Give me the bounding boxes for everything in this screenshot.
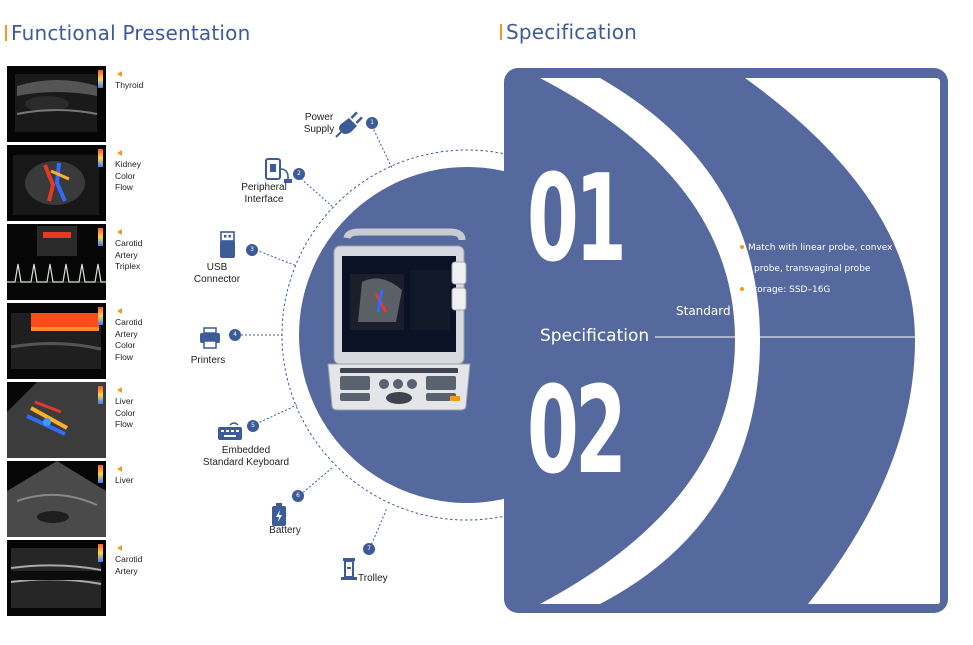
functional-presentation-heading: Functional Presentation	[5, 21, 250, 45]
feature-number-badge: 4	[229, 329, 241, 341]
color-scale	[98, 544, 103, 562]
feature-printers: Printers	[190, 355, 226, 366]
probe-holder	[451, 261, 467, 285]
thumbnail-item: Liver	[7, 461, 167, 537]
battery-icon	[272, 503, 286, 526]
color-scale	[98, 70, 103, 88]
pointer-arrow-icon	[117, 150, 122, 156]
pointer-arrow-icon	[117, 229, 122, 235]
feature-number-badge: 1	[366, 117, 378, 129]
carotid-color-flow-scan	[10, 313, 102, 369]
feature-trolley: Trolley	[358, 573, 388, 584]
spec-bullet-continuation: probe, transvaginal probe	[754, 264, 871, 274]
heading-accent-bar	[5, 25, 7, 41]
bullet-dot-icon	[740, 287, 744, 291]
carotid-artery-scan	[10, 548, 102, 608]
ultrasound-device	[327, 228, 471, 411]
standard-label: Standard	[676, 304, 731, 318]
device-keyboard	[340, 368, 458, 404]
ultrasound-image	[7, 303, 106, 379]
feature-number-badge: 7	[363, 543, 375, 555]
pointer-arrow-icon	[117, 466, 122, 472]
ultrasound-image	[7, 382, 106, 458]
kidney-color-flow-scan	[13, 155, 99, 215]
ultrasound-image	[7, 145, 106, 221]
specification-heading: Specification	[500, 20, 637, 44]
spec-bullet: Storage: SSD–16G	[740, 280, 910, 301]
spec-number-01: 01	[527, 150, 627, 289]
color-scale	[98, 228, 103, 246]
color-scale	[98, 149, 103, 167]
carotid-triplex-scan	[7, 226, 106, 283]
thumbnail-item: Thyroid	[7, 66, 167, 142]
ultrasound-image	[7, 540, 106, 616]
standard-spec-list: Match with linear probe, convex probe, t…	[740, 238, 910, 301]
color-scale	[98, 465, 103, 483]
thumbnail-label: Thyroid	[115, 80, 144, 90]
feature-number-badge: 3	[246, 244, 258, 256]
specification-panel	[504, 68, 948, 613]
power-plug-icon	[335, 111, 363, 138]
printer-icon	[200, 327, 220, 349]
spec-number-02: 02	[527, 362, 627, 501]
liver-scan	[7, 461, 106, 537]
bullet-dot-icon	[740, 245, 744, 249]
thumbnail-label: Liver	[115, 475, 134, 485]
pointer-arrow-icon	[117, 308, 122, 314]
specification-title: Specification	[506, 20, 638, 44]
peripheral-interface-icon	[265, 158, 292, 183]
color-scale	[98, 386, 103, 404]
feature-number-badge: 2	[293, 168, 305, 180]
ultrasound-image	[7, 224, 106, 300]
pointer-arrow-icon	[117, 387, 122, 393]
keyboard-icon	[218, 422, 242, 440]
thyroid-scan	[15, 74, 98, 132]
connector-lines	[241, 125, 393, 549]
color-scale	[98, 307, 103, 325]
trolley-icon	[341, 558, 357, 580]
pointer-arrow-icon	[117, 545, 122, 551]
spec-bullet: Match with linear probe, convex	[740, 238, 910, 259]
usb-icon	[220, 231, 235, 258]
functional-presentation-title: Functional Presentation	[11, 21, 251, 45]
feature-number-badge: 6	[292, 490, 304, 502]
pointer-arrow-icon	[117, 71, 122, 77]
feature-number-badge: 5	[247, 420, 259, 432]
device-handle	[343, 228, 466, 241]
specification-label: Specification	[540, 326, 650, 346]
liver-color-flow-scan	[7, 382, 106, 458]
feature-battery: Battery	[269, 525, 301, 536]
heading-accent-bar	[500, 24, 502, 40]
ultrasound-image	[7, 461, 106, 537]
ultrasound-image	[7, 66, 106, 142]
